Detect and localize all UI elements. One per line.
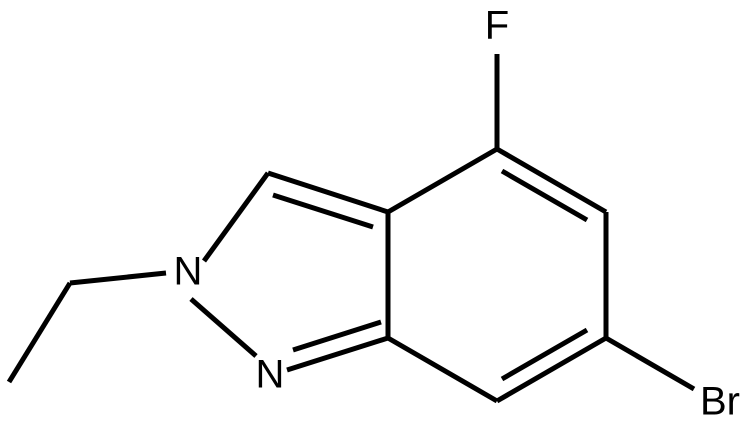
bond-n1-c7a-inner <box>292 319 382 353</box>
nitrogen-2-label: N <box>174 250 203 294</box>
bond-c6-br <box>604 335 696 392</box>
bromine-label: Br <box>700 380 740 424</box>
bond-ch2-ch3 <box>6 281 73 384</box>
bond-c3a-c4 <box>386 146 499 215</box>
bond-c3-n2 <box>201 171 271 263</box>
bond-n2-ch2 <box>69 270 167 286</box>
bond-c3a-c3-inner <box>272 192 374 230</box>
bond-c4-c5-inner <box>500 168 589 223</box>
bond-c6-c7 <box>495 335 608 404</box>
bond-c4-c5 <box>495 146 608 215</box>
bond-n2-n1 <box>189 297 258 358</box>
bond-c7-c7a <box>386 335 499 404</box>
nitrogen-1-label: N <box>256 353 285 397</box>
bond-n1-c7a <box>286 335 389 373</box>
fluorine-label: F <box>485 4 509 48</box>
bond-c6-c7-inner <box>500 327 589 382</box>
bond-c3a-c3 <box>267 170 389 215</box>
